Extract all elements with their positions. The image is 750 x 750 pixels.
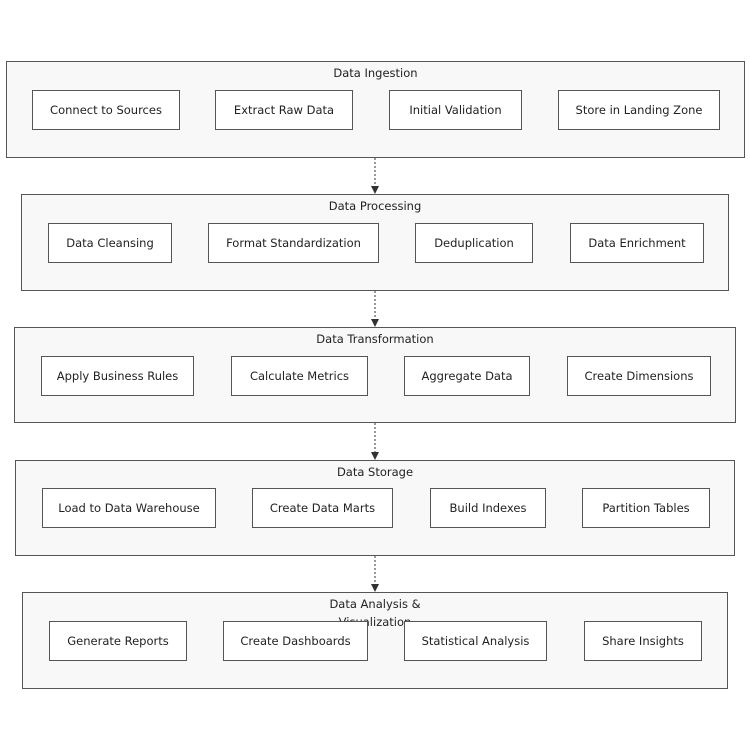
node-create-data-marts[interactable]: Create Data Marts bbox=[252, 488, 393, 528]
group-data-transformation: Data Transformation Apply Business Rules… bbox=[14, 327, 736, 423]
node-format-standardization[interactable]: Format Standardization bbox=[208, 223, 379, 263]
node-data-cleansing[interactable]: Data Cleansing bbox=[48, 223, 172, 263]
node-aggregate-data[interactable]: Aggregate Data bbox=[404, 356, 530, 396]
node-data-enrichment[interactable]: Data Enrichment bbox=[570, 223, 704, 263]
node-calculate-metrics[interactable]: Calculate Metrics bbox=[231, 356, 368, 396]
group-title: Data Ingestion bbox=[333, 66, 418, 80]
group-title: Data Transformation bbox=[316, 332, 434, 346]
group-title: Data Processing bbox=[328, 199, 422, 213]
node-create-dashboards[interactable]: Create Dashboards bbox=[223, 621, 368, 661]
node-build-indexes[interactable]: Build Indexes bbox=[430, 488, 546, 528]
group-data-processing: Data Processing Data Cleansing Format St… bbox=[21, 194, 729, 291]
node-create-dimensions[interactable]: Create Dimensions bbox=[567, 356, 711, 396]
group-data-analysis-visualization: Data Analysis & Visualization Generate R… bbox=[22, 592, 728, 689]
node-generate-reports[interactable]: Generate Reports bbox=[49, 621, 187, 661]
group-title: Data Storage bbox=[336, 465, 414, 479]
group-data-storage: Data Storage Load to Data Warehouse Crea… bbox=[15, 460, 735, 556]
node-load-to-data-warehouse[interactable]: Load to Data Warehouse bbox=[42, 488, 216, 528]
node-partition-tables[interactable]: Partition Tables bbox=[582, 488, 710, 528]
node-store-in-landing-zone[interactable]: Store in Landing Zone bbox=[558, 90, 720, 130]
node-connect-to-sources[interactable]: Connect to Sources bbox=[32, 90, 180, 130]
group-data-ingestion: Data Ingestion Connect to Sources Extrac… bbox=[6, 61, 745, 158]
node-deduplication[interactable]: Deduplication bbox=[415, 223, 533, 263]
node-initial-validation[interactable]: Initial Validation bbox=[389, 90, 522, 130]
node-extract-raw-data[interactable]: Extract Raw Data bbox=[215, 90, 353, 130]
node-apply-business-rules[interactable]: Apply Business Rules bbox=[41, 356, 194, 396]
node-statistical-analysis[interactable]: Statistical Analysis bbox=[404, 621, 547, 661]
node-share-insights[interactable]: Share Insights bbox=[584, 621, 702, 661]
